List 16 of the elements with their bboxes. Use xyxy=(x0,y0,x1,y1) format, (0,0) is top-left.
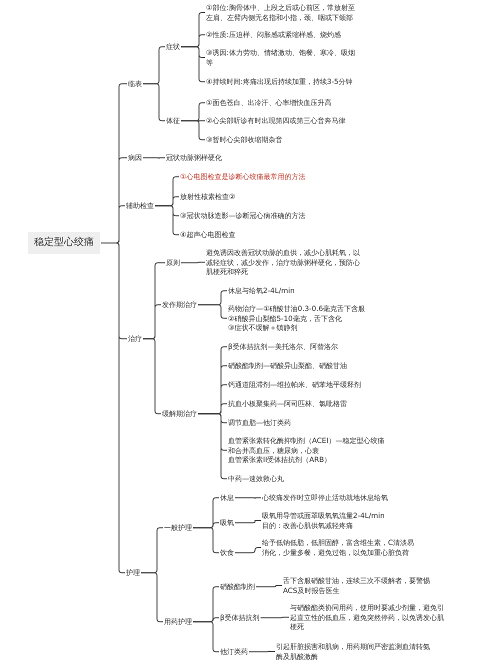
brace-connector xyxy=(234,497,262,500)
brace-connector xyxy=(180,46,206,82)
brace-connector xyxy=(180,120,206,140)
brace-connector xyxy=(198,304,228,319)
brace-connector xyxy=(142,157,166,160)
topic-box: 稳定型心绞痛 xyxy=(28,232,100,254)
brace-connector xyxy=(154,205,180,236)
brace-connector xyxy=(234,520,262,524)
brace-connector xyxy=(192,527,220,554)
brace-connector xyxy=(198,413,228,480)
brace-connector xyxy=(234,547,262,554)
brace-connector xyxy=(180,261,206,264)
brace-connector xyxy=(256,585,282,588)
brace-connector xyxy=(142,83,166,122)
brace-connector xyxy=(248,650,276,652)
brace-connector xyxy=(260,616,290,618)
